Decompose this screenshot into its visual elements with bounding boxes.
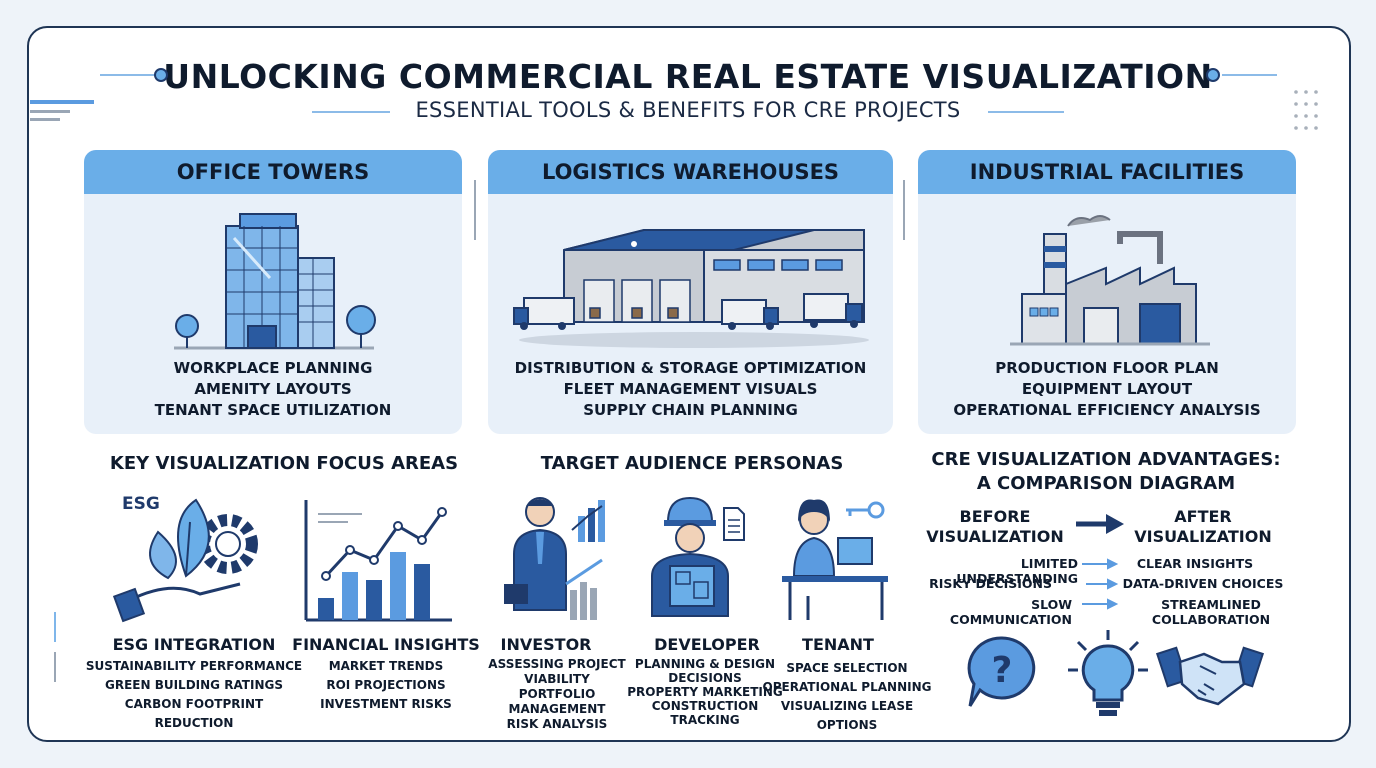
column-divider [474, 180, 476, 240]
investor-icon [504, 497, 605, 620]
card-feature: FLEET MANAGEMENT VISUALS [563, 380, 818, 398]
warehouse-illustration [488, 194, 893, 354]
persona-line: DECISIONS [668, 671, 742, 685]
personas-section-title: TARGET AUDIENCE PERSONAS [540, 453, 844, 474]
page-title: UNLOCKING COMMERCIAL REAL ESTATE VISUALI… [163, 57, 1213, 96]
persona-line: PLANNING & DESIGN [634, 657, 776, 671]
persona-title: TENANT [802, 635, 874, 654]
focus-item-title: FINANCIAL INSIGHTS [292, 635, 480, 654]
warehouse-icon [513, 229, 869, 348]
persona-title: DEVELOPER [654, 635, 760, 654]
persona-line: VISUALIZING LEASE OPTIONS [780, 699, 914, 732]
factory-icon [1010, 215, 1210, 346]
deco-side-lines [54, 612, 56, 682]
page-subtitle: ESSENTIAL TOOLS & BENEFITS FOR CRE PROJE… [415, 98, 961, 122]
before-item: SLOW COMMUNICATION [949, 597, 1072, 627]
esg-badge: ESG [122, 494, 160, 514]
before-heading-line: BEFORE [959, 507, 1031, 526]
persona-line: SPACE SELECTION [786, 661, 908, 675]
deco-stripes [30, 100, 94, 121]
handshake-icon [1155, 646, 1265, 706]
before-heading: BEFORE VISUALIZATION [920, 507, 1070, 547]
card-feature-list: DISTRIBUTION & STORAGE OPTIMIZATION FLEE… [488, 358, 893, 421]
category-card-industrial-facilities: INDUSTRIAL FACILITIES PRODUCTION FLOOR P… [918, 150, 1296, 434]
main-arrow-icon [1076, 514, 1124, 534]
persona-line: ASSESSING PROJECT [488, 657, 626, 671]
persona-line: OPERATIONAL PLANNING [762, 680, 932, 694]
focus-item-line: INVESTMENT RISKS [320, 697, 452, 711]
after-item: STREAMLINED COLLABORATION [1151, 597, 1271, 627]
after-heading-line: VISUALIZATION [1134, 527, 1272, 546]
focus-item-line: GREEN BUILDING RATINGS [105, 678, 283, 692]
card-feature-list: PRODUCTION FLOOR PLAN EQUIPMENT LAYOUT O… [918, 358, 1296, 421]
comparison-section-title: CRE VISUALIZATION ADVANTAGES: A COMPARIS… [916, 448, 1296, 496]
focus-item-line: SUSTAINABILITY PERFORMANCE [85, 659, 303, 673]
title-rule-right [1222, 74, 1277, 76]
focus-item-title: ESG INTEGRATION [112, 635, 276, 654]
persona-line: VIABILITY [524, 672, 590, 686]
persona-lines: PLANNING & DESIGN DECISIONS PROPERTY MAR… [620, 657, 790, 727]
column-divider [903, 180, 905, 240]
card-title: LOGISTICS WAREHOUSES [488, 150, 893, 194]
card-feature: WORKPLACE PLANNING [173, 359, 373, 377]
title-rule-dot [1206, 68, 1220, 82]
card-feature: SUPPLY CHAIN PLANNING [583, 401, 798, 419]
persona-lines: ASSESSING PROJECT VIABILITY PORTFOLIO MA… [476, 657, 638, 732]
category-card-office-towers: OFFICE TOWERS WORKPLACE PLANNING AMENITY… [84, 150, 462, 434]
esg-leaf-gear-icon [112, 498, 258, 623]
title-rule-left [100, 74, 155, 76]
subtitle-rule-left [312, 111, 390, 113]
focus-item-line: MARKET TRENDS [328, 659, 444, 673]
card-feature: OPERATIONAL EFFICIENCY ANALYSIS [953, 401, 1261, 419]
persona-line: CONSTRUCTION TRACKING [651, 699, 759, 727]
after-item: CLEAR INSIGHTS [1136, 556, 1254, 571]
question-icon: ? [967, 636, 1036, 707]
card-feature-list: WORKPLACE PLANNING AMENITY LAYOUTS TENAN… [84, 358, 462, 421]
office-tower-illustration [84, 194, 462, 354]
before-heading-line: VISUALIZATION [926, 527, 1064, 546]
persona-lines: SPACE SELECTION OPERATIONAL PLANNING VIS… [762, 659, 932, 735]
card-title: INDUSTRIAL FACILITIES [918, 150, 1296, 194]
persona-line: PROPERTY MARKETING [627, 685, 783, 699]
subtitle-rule-right [988, 111, 1064, 113]
after-heading-line: AFTER [1174, 507, 1232, 526]
factory-illustration [918, 194, 1296, 354]
title-rule-dot [154, 68, 168, 82]
card-feature: AMENITY LAYOUTS [194, 380, 352, 398]
persona-title: INVESTOR [500, 635, 592, 654]
developer-icon [651, 496, 745, 617]
row-arrow-icon [1082, 558, 1119, 610]
focus-item-line: ROI PROJECTIONS [326, 678, 446, 692]
office-tower-icon [174, 213, 376, 350]
focus-item-lines: SUSTAINABILITY PERFORMANCE GREEN BUILDIN… [84, 657, 304, 733]
focus-item-lines: MARKET TRENDS ROI PROJECTIONS INVESTMENT… [286, 657, 486, 714]
persona-line: PORTFOLIO MANAGEMENT [508, 687, 606, 716]
deco-dot-grid [1294, 90, 1318, 130]
svg-text:?: ? [992, 650, 1013, 691]
card-feature: TENANT SPACE UTILIZATION [154, 401, 392, 419]
focus-section-title: KEY VISUALIZATION FOCUS AREAS [109, 453, 459, 474]
card-feature: EQUIPMENT LAYOUT [1021, 380, 1193, 398]
tenant-icon [782, 499, 888, 620]
comparison-title-line: A COMPARISON DIAGRAM [976, 473, 1236, 494]
card-title: OFFICE TOWERS [84, 150, 462, 194]
persona-line: RISK ANALYSIS [506, 717, 608, 731]
after-heading: AFTER VISUALIZATION [1128, 507, 1278, 547]
before-item: RISKY DECISIONS [929, 576, 1052, 591]
financial-chart-icon [304, 500, 452, 622]
card-feature: DISTRIBUTION & STORAGE OPTIMIZATION [514, 359, 867, 377]
lightbulb-icon [1068, 630, 1148, 716]
comparison-title-line: CRE VISUALIZATION ADVANTAGES: [931, 449, 1281, 470]
focus-item-line: CARBON FOOTPRINT REDUCTION [124, 697, 264, 730]
card-feature: PRODUCTION FLOOR PLAN [995, 359, 1219, 377]
after-item: DATA-DRIVEN CHOICES [1122, 576, 1284, 591]
before-item: LIMITED UNDERSTANDING [956, 556, 1078, 586]
category-card-logistics-warehouses: LOGISTICS WAREHOUSES DISTRIBUTIO [488, 150, 893, 434]
